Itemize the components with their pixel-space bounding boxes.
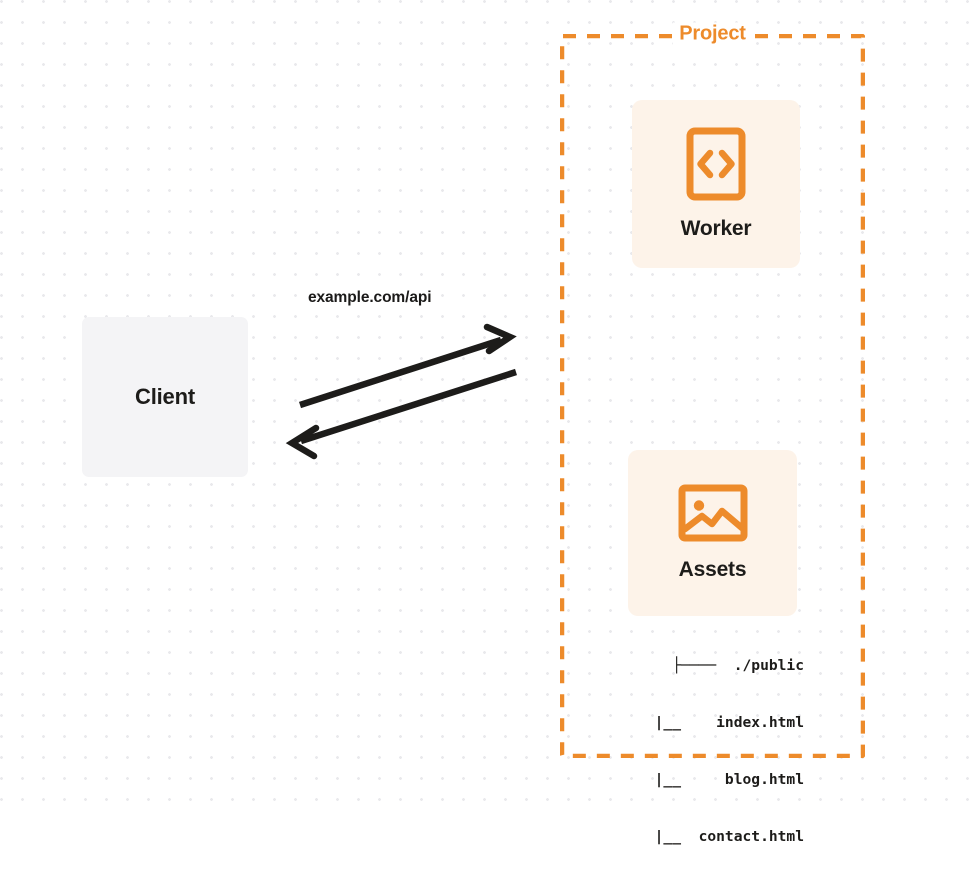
worker-label: Worker [680, 217, 752, 240]
worker-card[interactable]: Worker [632, 100, 800, 268]
file-tree-row: |__ index.html [637, 714, 804, 731]
code-file-icon [686, 127, 746, 201]
assets-label: Assets [678, 558, 747, 581]
request-url-label: example.com/api [308, 289, 432, 306]
client-label: Client [135, 384, 195, 409]
image-icon [678, 484, 747, 542]
diagram-canvas: Client example.com/api Project Worker [0, 0, 980, 845]
project-title: Project [672, 22, 753, 46]
response-arrow [285, 368, 517, 460]
file-tree-row: ├──── ./public [672, 657, 804, 674]
asset-file-tree: ├──── ./public |__ index.html |__ blog.h… [608, 618, 804, 884]
project-container: Project Worker Assets ├──── ./public |__… [560, 22, 865, 845]
assets-card[interactable]: Assets [628, 450, 797, 616]
file-tree-row: |__ contact.html [637, 828, 804, 845]
file-tree-row: |__ blog.html [637, 771, 804, 788]
client-node[interactable]: Client [82, 317, 248, 477]
request-arrow [298, 323, 517, 409]
